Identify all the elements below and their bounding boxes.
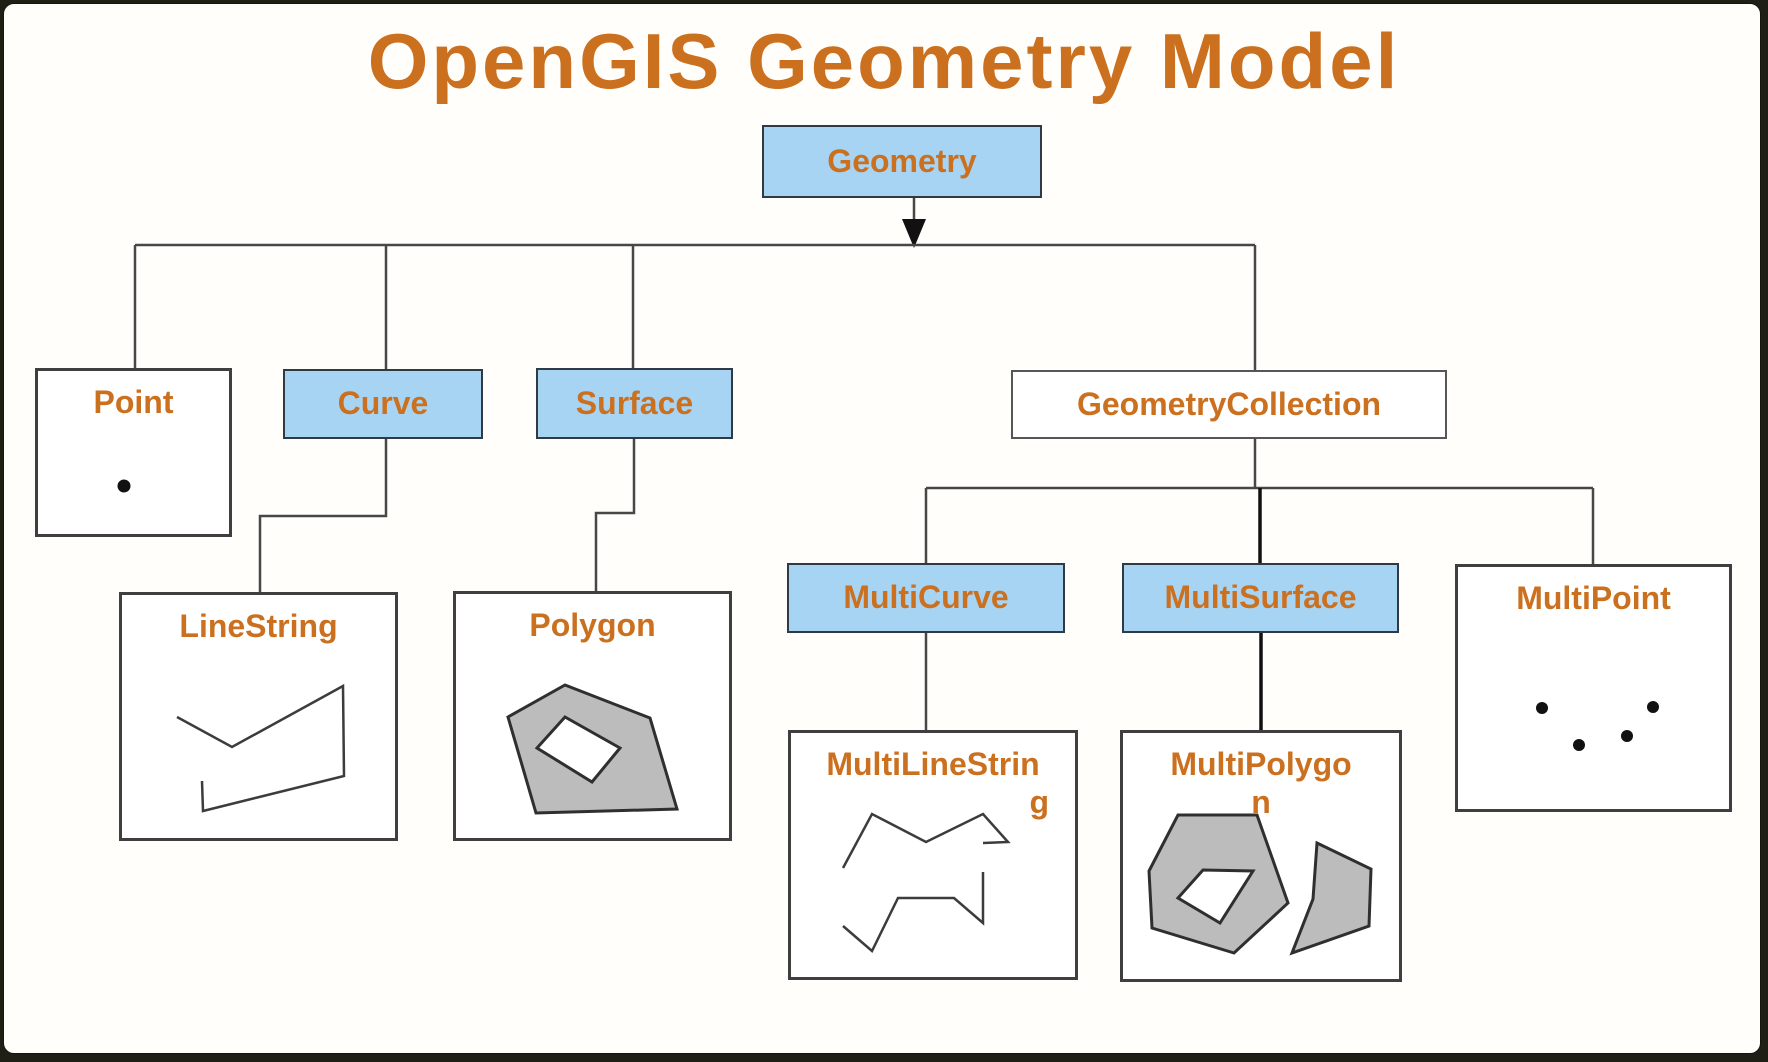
node-curve: Curve (283, 369, 483, 439)
node-surface: Surface (536, 368, 733, 439)
node-surface-label: Surface (575, 384, 694, 421)
diagram-title: OpenGIS Geometry Model (367, 17, 1401, 105)
linestring-sketch (176, 683, 346, 813)
node-multipolygon-label-line2: n (1251, 783, 1271, 820)
multipoint-sketch-dot-2 (1573, 739, 1585, 751)
node-multicurve: MultiCurve (787, 563, 1065, 633)
node-geometrycollection-label: GeometryCollection (1076, 385, 1382, 422)
node-polygon-label: Polygon (529, 607, 656, 643)
node-multicurve-label: MultiCurve (843, 579, 1009, 616)
node-multipoint: MultiPoint (1455, 564, 1732, 812)
point-sketch-dot (117, 479, 131, 493)
node-geometry-label: Geometry (827, 142, 977, 179)
node-multilinestring-label-line1: MultiLineStrin (826, 746, 1040, 782)
multipoint-sketch-dot-4 (1647, 701, 1659, 713)
node-multipolygon-label: MultiPolygo n (1123, 733, 1399, 822)
node-multipolygon-label-line1: MultiPolygo (1170, 746, 1352, 782)
node-point-label: Point (93, 384, 174, 420)
node-multilinestring-label-line2: g (1029, 783, 1049, 820)
node-curve-label: Curve (337, 385, 429, 422)
polygon-sketch (506, 683, 679, 815)
node-multisurface: MultiSurface (1122, 563, 1399, 633)
multipoint-sketch-dot-1 (1536, 702, 1548, 714)
node-linestring-label: LineString (179, 608, 338, 644)
node-multipoint-label: MultiPoint (1516, 580, 1671, 616)
arrowhead-icon (902, 219, 926, 248)
edge-surface-polygon (594, 439, 636, 591)
node-multisurface-label: MultiSurface (1164, 579, 1357, 616)
multipolygon-sketch-left (1147, 813, 1290, 955)
node-point: Point (35, 368, 232, 537)
node-geometry: Geometry (762, 125, 1042, 198)
node-multilinestring-label: MultiLineStrin g (791, 733, 1075, 822)
multipolygon-sketch-right (1289, 840, 1373, 956)
node-linestring: LineString (119, 592, 398, 841)
multilinestring-sketch-lower (842, 872, 985, 954)
node-multilinestring: MultiLineStrin g (788, 730, 1078, 980)
multilinestring-sketch-upper (841, 812, 1011, 869)
edge-curve-linestring (258, 439, 388, 592)
node-geometrycollection: GeometryCollection (1011, 370, 1447, 439)
multipoint-sketch-dot-3 (1621, 730, 1633, 742)
